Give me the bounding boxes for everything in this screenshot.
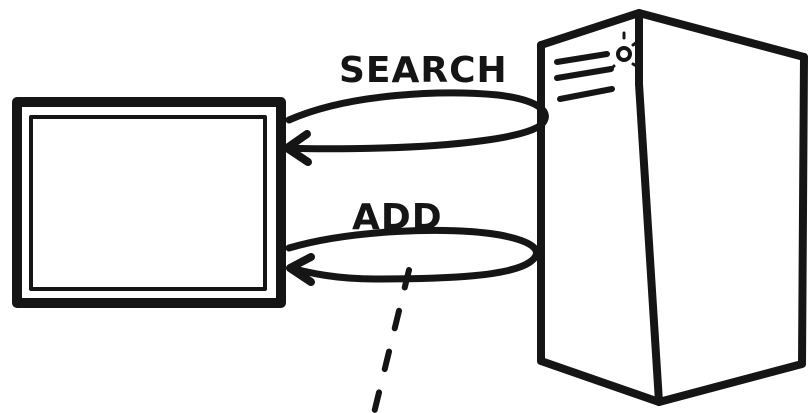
add-arrow	[289, 230, 537, 282]
power-light-icon	[610, 33, 638, 70]
server-tower	[541, 13, 804, 402]
client-monitor	[17, 102, 281, 303]
add-label: ADD	[352, 197, 443, 238]
search-label: SEARCH	[339, 50, 508, 91]
search-arrow	[287, 93, 545, 162]
dashed-connector	[374, 270, 409, 413]
